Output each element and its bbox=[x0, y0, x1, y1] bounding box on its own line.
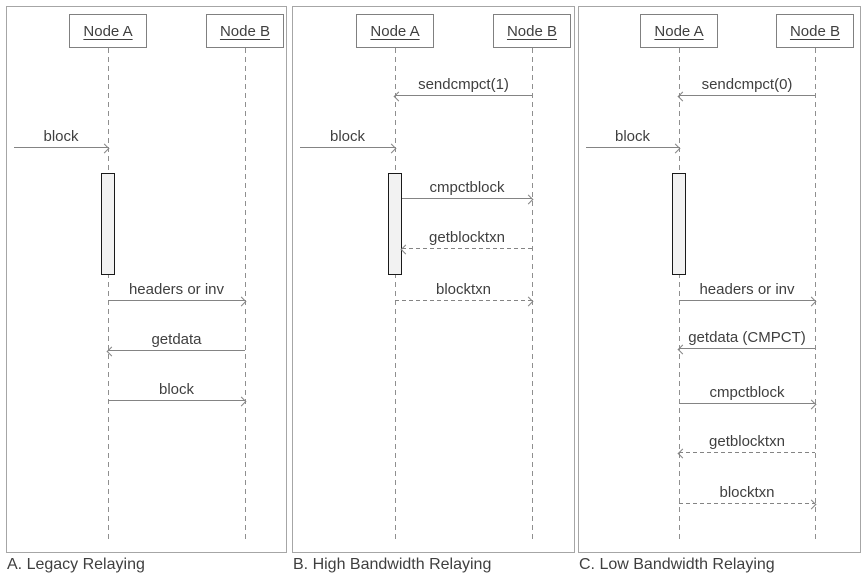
message-line bbox=[108, 350, 245, 351]
arrowhead-left-icon bbox=[400, 244, 411, 255]
node-b-label: Node B bbox=[219, 22, 271, 40]
message-line bbox=[395, 300, 532, 301]
node-a-box: Node A bbox=[356, 14, 434, 48]
message-label: cmpctblock bbox=[429, 179, 505, 196]
message-headers-or-inv: headers or inv bbox=[108, 278, 247, 307]
message-line bbox=[679, 95, 815, 96]
message-line bbox=[402, 248, 532, 249]
message-sendcmpct-0: sendcmpct(0) bbox=[677, 73, 815, 102]
panel-legacy-relaying: Node A Node B block headers or inv getdata bl… bbox=[6, 6, 287, 553]
message-getdata: getdata bbox=[106, 328, 245, 357]
activation-bar bbox=[672, 173, 686, 275]
message-line bbox=[14, 147, 108, 148]
node-a-box: Node A bbox=[640, 14, 718, 48]
message-block: block bbox=[300, 125, 397, 154]
message-line bbox=[108, 400, 245, 401]
node-b-lifeline bbox=[245, 48, 246, 541]
message-line bbox=[679, 403, 815, 404]
node-a-label: Node A bbox=[370, 22, 420, 40]
message-line bbox=[108, 300, 245, 301]
panel-caption: A. Legacy Relaying bbox=[7, 556, 145, 573]
message-line bbox=[395, 95, 532, 96]
activation-bar bbox=[101, 173, 115, 275]
message-label: cmpctblock bbox=[709, 384, 785, 401]
message-block: block bbox=[14, 125, 110, 154]
node-b-box: Node B bbox=[493, 14, 571, 48]
message-label: sendcmpct(0) bbox=[701, 76, 793, 93]
message-line bbox=[300, 147, 395, 148]
message-line bbox=[679, 452, 815, 453]
message-getblocktxn: getblocktxn bbox=[677, 430, 815, 459]
message-sendcmpct-1: sendcmpct(1) bbox=[393, 73, 532, 102]
node-b-label: Node B bbox=[506, 22, 558, 40]
message-line bbox=[586, 147, 679, 148]
message-cmpctblock: cmpctblock bbox=[679, 381, 817, 410]
message-label: block bbox=[43, 128, 79, 145]
panel-high-bandwidth-relaying: Node A Node B sendcmpct(1) block cmpctblock g… bbox=[292, 6, 575, 553]
message-label: getblocktxn bbox=[429, 229, 505, 246]
message-label: blocktxn bbox=[719, 484, 775, 501]
message-cmpctblock: cmpctblock bbox=[402, 176, 534, 205]
message-block: block bbox=[586, 125, 681, 154]
panel-low-bandwidth-relaying: Node A Node B sendcmpct(0) block headers or … bbox=[578, 6, 861, 553]
message-line bbox=[679, 300, 815, 301]
message-label: headers or inv bbox=[128, 281, 225, 298]
message-getdata-cmpct: getdata (CMPCT) bbox=[677, 326, 815, 355]
panel-caption: C. Low Bandwidth Relaying bbox=[579, 556, 775, 573]
message-blocktxn: blocktxn bbox=[679, 481, 817, 510]
message-headers-or-inv: headers or inv bbox=[679, 278, 817, 307]
node-a-box: Node A bbox=[69, 14, 147, 48]
message-label: block bbox=[329, 128, 366, 145]
message-block: block bbox=[108, 378, 247, 407]
activation-bar bbox=[388, 173, 402, 275]
message-label: block bbox=[158, 381, 195, 398]
message-label: getblocktxn bbox=[709, 433, 785, 450]
message-line bbox=[679, 503, 815, 504]
node-a-lifeline bbox=[395, 48, 396, 541]
message-blocktxn: blocktxn bbox=[395, 278, 534, 307]
node-a-label: Node A bbox=[83, 22, 133, 40]
message-label: blocktxn bbox=[435, 281, 492, 298]
message-label: getdata bbox=[151, 331, 202, 348]
node-b-box: Node B bbox=[206, 14, 284, 48]
node-b-lifeline bbox=[532, 48, 533, 541]
node-b-label: Node B bbox=[789, 22, 841, 40]
node-a-lifeline bbox=[679, 48, 680, 541]
message-getblocktxn: getblocktxn bbox=[400, 226, 532, 255]
message-line bbox=[679, 348, 815, 349]
node-b-lifeline bbox=[815, 48, 816, 541]
message-label: block bbox=[614, 128, 651, 145]
node-a-label: Node A bbox=[654, 22, 704, 40]
message-line bbox=[402, 198, 532, 199]
message-label: getdata (CMPCT) bbox=[688, 329, 806, 346]
node-a-lifeline bbox=[108, 48, 109, 541]
message-label: headers or inv bbox=[699, 281, 795, 298]
node-b-box: Node B bbox=[776, 14, 854, 48]
panel-caption: B. High Bandwidth Relaying bbox=[293, 556, 492, 573]
message-label: sendcmpct(1) bbox=[418, 76, 509, 93]
